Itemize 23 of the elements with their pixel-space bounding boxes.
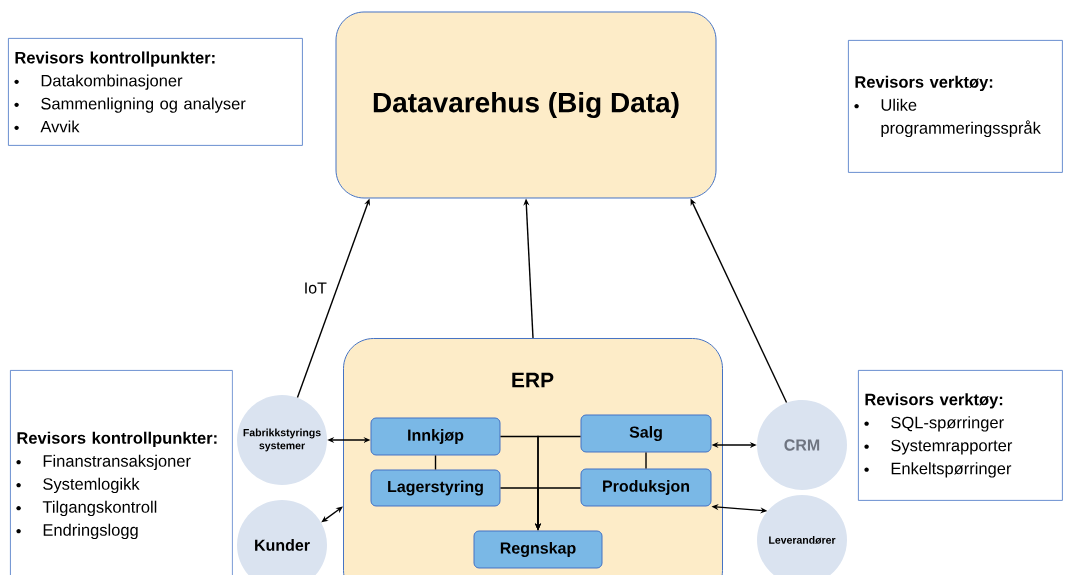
bullet-item: Enkeltspørringer bbox=[891, 462, 1012, 478]
bullet-item: Finanstransaksjoner bbox=[43, 454, 191, 471]
module-box: Regnskap bbox=[473, 530, 603, 569]
bullet-item: SQL-spørringer bbox=[891, 416, 1004, 432]
bullet-item: Systemrapporter bbox=[891, 439, 1013, 455]
bullet-item: Endringslogg bbox=[43, 523, 138, 540]
note-box: Revisors verktøy: SQL-spørringer Systemrapporter Enkeltspørringer bbox=[858, 370, 1063, 501]
edge-label: IoT bbox=[301, 280, 329, 296]
note-box: Revisors kontrollpunkter: Datakombinasjoner Sammenligning og analyser Avvik bbox=[8, 38, 303, 146]
module-box: Innkjøp bbox=[370, 417, 501, 456]
bullet-item: Datakombinasjoner bbox=[41, 74, 183, 90]
bullet-item: Ulike programmeringsspråk bbox=[881, 98, 1041, 138]
bullet-item: Tilgangskontroll bbox=[42, 500, 157, 517]
note-box: Revisors verktøy: Ulike programmeringsspråk bbox=[848, 40, 1063, 173]
note-box: Revisors kontrollpunkter: Finanstransaksjoner Systemlogikk Tilgangskontroll Endringslogg bbox=[10, 370, 233, 575]
arrow bbox=[321, 506, 343, 523]
module-box: Salg bbox=[580, 414, 712, 453]
warehouse-box: Datavarehus (Big Data) bbox=[335, 11, 717, 199]
bullet-item: Systemlogikk bbox=[43, 477, 140, 494]
module-box: Produksjon bbox=[580, 468, 712, 507]
bullet-item: Sammenligning og analyser bbox=[41, 97, 246, 113]
bullet-item: Avvik bbox=[40, 120, 80, 133]
module-box: Lagerstyring bbox=[370, 469, 501, 507]
